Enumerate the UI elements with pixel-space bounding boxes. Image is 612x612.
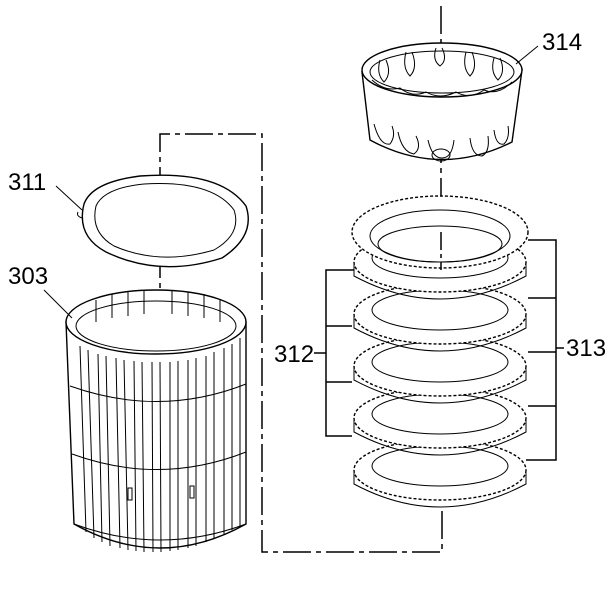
part-314-housing (361, 42, 539, 162)
callout-314: 314 (542, 29, 582, 56)
clutch-plate-6 (353, 439, 527, 508)
bracket-313 (526, 239, 564, 461)
clutch-plate-stack (351, 195, 529, 508)
callout-311: 311 (8, 169, 46, 196)
callout-312: 312 (274, 341, 314, 368)
bracket-312 (314, 269, 354, 437)
clutch-plate-3 (353, 283, 527, 352)
clutch-plate-4 (353, 335, 527, 404)
callout-313: 313 (566, 335, 606, 362)
part-303-drum (43, 289, 247, 553)
clutch-plate-5 (353, 387, 527, 456)
callout-303: 303 (8, 263, 48, 290)
part-311-snap-ring (55, 174, 249, 268)
clutch-plate-1 (351, 195, 529, 269)
